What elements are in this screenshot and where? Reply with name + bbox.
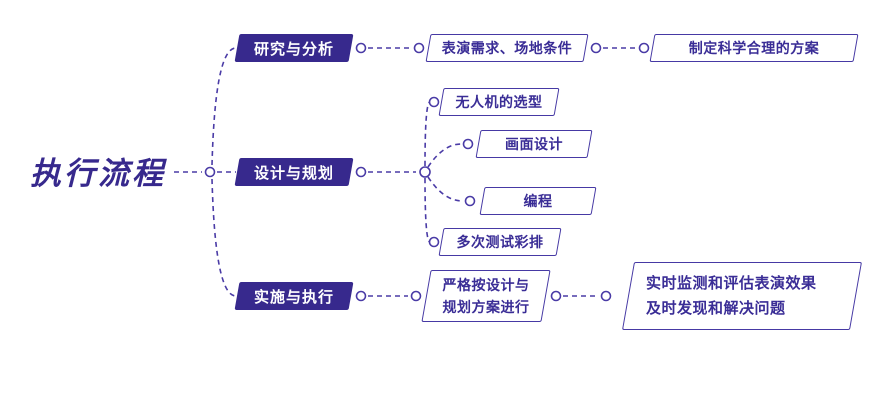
leaf-programming[interactable]: 编程 [482, 187, 594, 215]
branch-implementation-label: 实施与执行 [253, 288, 334, 306]
branch-design-label: 设计与规划 [253, 164, 334, 182]
leaf-execute-per-plan[interactable]: 严格按设计与 规划方案进行 [426, 270, 546, 322]
leaf-monitor-evaluate[interactable]: 实时监测和评估表演效果 及时发现和解决问题 [628, 262, 856, 330]
root-label: 执行流程 [30, 156, 166, 191]
leaf-performance-requirements[interactable]: 表演需求、场地条件 [428, 34, 586, 62]
leaf-label: 表演需求、场地条件 [441, 40, 573, 56]
leaf-screen-design[interactable]: 画面设计 [478, 130, 590, 158]
leaf-label: 画面设计 [505, 136, 563, 152]
leaf-label-line2: 规划方案进行 [442, 299, 530, 315]
leaf-label: 编程 [523, 193, 553, 209]
leaf-label-line2: 及时发现和解决问题 [646, 300, 786, 317]
leaf-label: 多次测试彩排 [456, 234, 544, 250]
branch-implementation[interactable]: 实施与执行 [237, 282, 351, 310]
leaf-scientific-plan[interactable]: 制定科学合理的方案 [652, 34, 856, 62]
leaf-label: 无人机的选型 [455, 94, 543, 110]
leaf-label: 制定科学合理的方案 [688, 40, 820, 56]
leaf-rehearsal-testing[interactable]: 多次测试彩排 [441, 228, 559, 256]
leaf-drone-selection[interactable]: 无人机的选型 [441, 88, 557, 116]
leaf-label-line1: 严格按设计与 [442, 277, 530, 293]
branch-research[interactable]: 研究与分析 [237, 34, 351, 62]
branch-design[interactable]: 设计与规划 [237, 158, 351, 186]
leaf-label-line1: 实时监测和评估表演效果 [646, 275, 817, 292]
branch-research-label: 研究与分析 [253, 40, 334, 58]
root-node[interactable]: 执行流程 [30, 148, 166, 193]
